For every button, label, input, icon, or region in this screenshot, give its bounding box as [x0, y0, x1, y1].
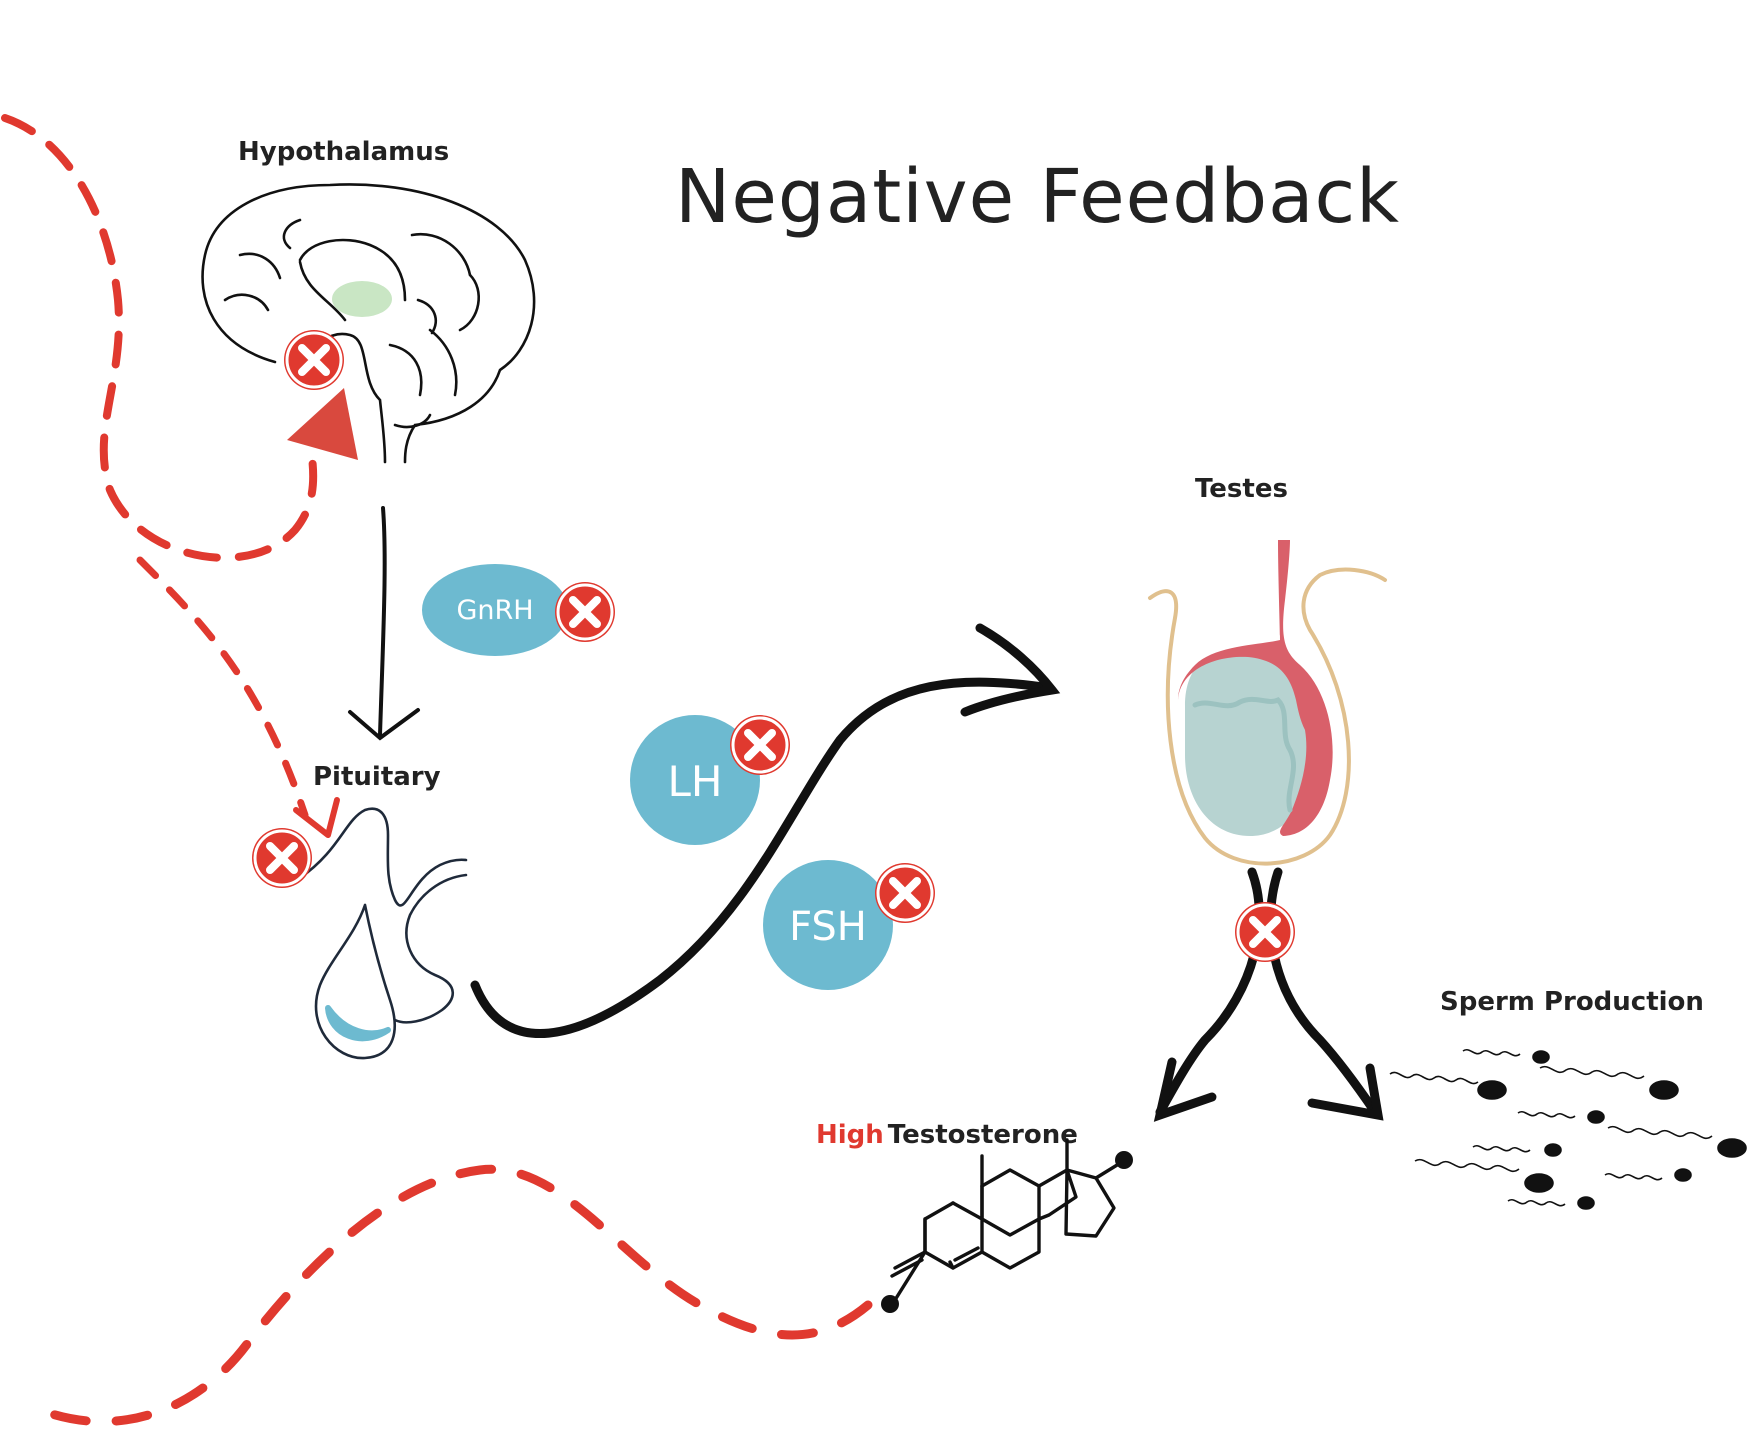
lh-hormone: [630, 715, 760, 845]
pituitary-fluid: [325, 1005, 391, 1042]
feedback-arrowhead-pituitary: [293, 797, 340, 838]
arrow-pituitary-to-testes: [470, 623, 1061, 1038]
high-label: High: [816, 1120, 884, 1150]
x-circle-icon: [555, 582, 615, 642]
arrow-hypothalamus-to-pituitary: [348, 506, 420, 741]
lh-label: LH: [668, 757, 723, 806]
testes-label: Testes: [1195, 474, 1288, 504]
molecule-ketone-bond: [893, 1251, 927, 1301]
feedback-loop-hypothalamus: [1, 114, 318, 562]
feedback-wave-testosterone: [35, 1164, 873, 1426]
sperm-production-label: Sperm Production: [1440, 987, 1704, 1017]
gnrh-hormone: [422, 564, 568, 656]
hypothalamus-region: [332, 281, 392, 317]
testis-icon: [1148, 540, 1387, 866]
feedback-line-pituitary: [136, 556, 309, 819]
molecule-hydroxyl-dot: [1115, 1151, 1133, 1169]
hypothalamus-label: Hypothalamus: [238, 137, 449, 167]
x-circle-icon: [252, 828, 312, 888]
fsh-label: FSH: [789, 904, 867, 950]
x-circle-icon: [875, 863, 935, 923]
pituitary-icon: [298, 807, 468, 1060]
x-circle-icon: [1235, 902, 1295, 962]
testosterone-word: Testosterone: [888, 1120, 1078, 1150]
fsh-hormone: [763, 860, 893, 990]
sperm-icon-group: [1389, 1049, 1747, 1210]
feedback-arrowhead-hypothalamus: [287, 388, 358, 460]
x-circle-icon: [284, 330, 344, 390]
diagram-title: Negative Feedback: [675, 154, 1400, 240]
x-circle-icon: [730, 715, 790, 775]
brain-icon: [201, 183, 536, 464]
pituitary-label: Pituitary: [313, 762, 441, 792]
testosterone-molecule-icon: [890, 1138, 1124, 1278]
gnrh-label: GnRH: [456, 595, 533, 626]
